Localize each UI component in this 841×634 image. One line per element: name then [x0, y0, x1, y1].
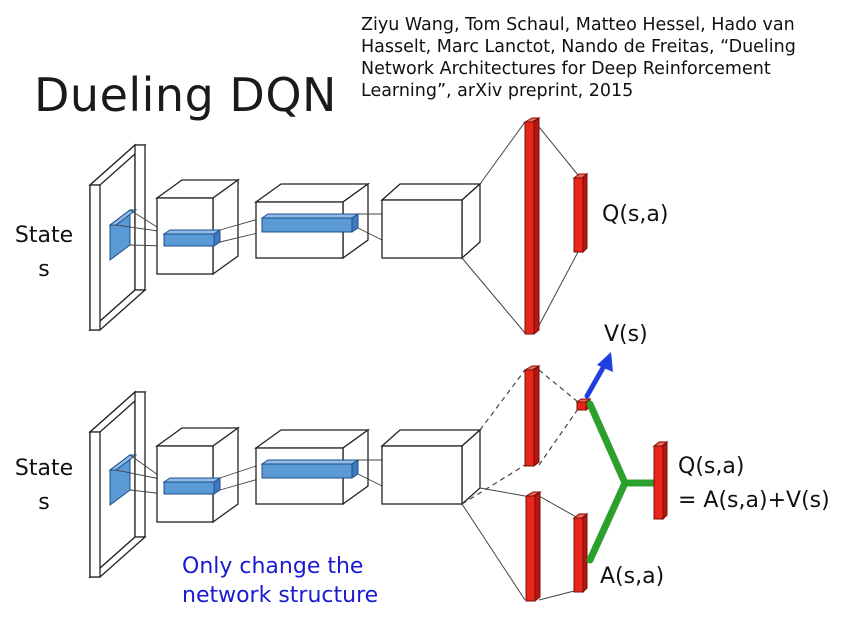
value-arrow — [584, 352, 613, 399]
structure-note: Only change the network structure — [182, 552, 378, 610]
advantage-output-layer — [572, 512, 589, 594]
top-state-label: State s — [9, 219, 79, 287]
combined-q-label-line2: = A(s,a)+V(s) — [678, 488, 830, 513]
combined-q-label-line1: Q(s,a) — [678, 454, 745, 479]
citation: Ziyu Wang, Tom Schaul, Matteo Hessel, Ha… — [361, 15, 796, 101]
bottom-state-label-line2: s — [38, 490, 50, 515]
bottom-conv-box-3 — [380, 428, 482, 506]
top-network — [88, 116, 589, 336]
top-feature-bar-2 — [260, 213, 360, 233]
value-label: V(s) — [604, 322, 648, 347]
top-q-output-layer — [572, 172, 589, 254]
top-state-label-line2: s — [38, 257, 50, 282]
bottom-network — [88, 352, 669, 603]
top-conv-box-1 — [154, 178, 241, 276]
top-hidden-layer — [523, 116, 541, 336]
value-hidden-layer — [523, 364, 541, 468]
bottom-conv-lines-2 — [219, 463, 263, 491]
bottom-conv-box-1 — [154, 426, 241, 524]
combine-lines — [586, 400, 658, 564]
bottom-feature-bar-2 — [260, 459, 360, 479]
bottom-state-label-line1: State — [14, 456, 74, 481]
top-fc-lines — [461, 121, 579, 334]
advantage-hidden-layer — [524, 490, 542, 603]
top-conv-lines-2 — [219, 217, 263, 243]
combined-q-label: Q(s,a) = A(s,a)+V(s) — [678, 450, 830, 518]
advantage-stream-lines — [461, 487, 579, 601]
structure-note-line1: Only change the — [182, 554, 364, 579]
slide-title: Dueling DQN — [34, 68, 337, 122]
bottom-state-label: State s — [9, 452, 79, 520]
structure-note-line2: network structure — [182, 583, 379, 608]
bottom-feature-bar-1 — [162, 477, 222, 495]
top-conv-box-3 — [380, 182, 482, 260]
value-stream-lines — [461, 369, 579, 505]
top-state-label-line1: State — [14, 223, 74, 248]
top-conv-lines-3 — [357, 213, 383, 241]
advantage-label: A(s,a) — [600, 564, 665, 589]
top-feature-bar-1 — [162, 229, 222, 247]
bottom-conv-lines-3 — [357, 459, 383, 487]
combined-q-output-layer — [652, 440, 669, 521]
bottom-input-slab — [88, 390, 147, 579]
top-q-label: Q(s,a) — [602, 202, 669, 227]
